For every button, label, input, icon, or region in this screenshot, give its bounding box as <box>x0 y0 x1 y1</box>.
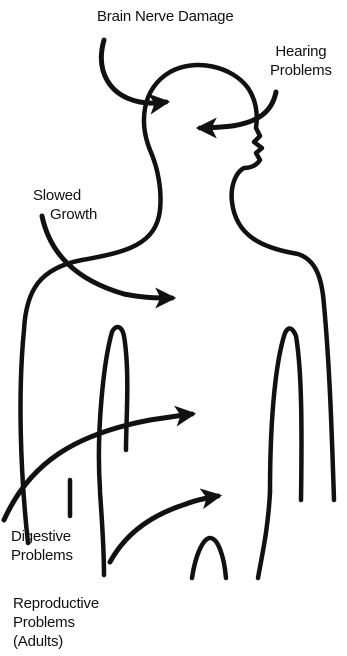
left-arm <box>99 327 127 490</box>
body-silhouette <box>21 65 334 543</box>
label-reproductive-problems: Reproductive Problems (Adults) <box>13 594 99 651</box>
label-repro-line-3: (Adults) <box>13 632 99 651</box>
label-digestive-problems: Digestive Problems <box>11 527 73 565</box>
label-repro-line-1: Reproductive <box>13 594 99 613</box>
arrow-reproductive <box>110 496 218 562</box>
crotch-line <box>192 538 226 578</box>
label-digestive-line-1: Digestive <box>11 527 73 546</box>
torso-right-lower <box>258 492 270 578</box>
label-slowed-growth: Slowed Growth <box>33 186 97 224</box>
label-brain-nerve-damage: Brain Nerve Damage <box>97 7 233 26</box>
label-brain-line-1: Brain Nerve Damage <box>97 7 233 26</box>
arrow-brain <box>101 40 166 103</box>
label-hearing-problems: Hearing Problems <box>270 42 332 80</box>
label-growth-line-2: Growth <box>33 205 97 224</box>
label-hearing-line-1: Hearing <box>270 42 332 61</box>
label-hearing-line-2: Problems <box>270 61 332 80</box>
arrow-hearing <box>200 92 276 128</box>
torso-left-lower <box>100 492 104 575</box>
label-growth-line-1: Slowed <box>33 186 97 205</box>
label-repro-line-2: Problems <box>13 613 99 632</box>
right-arm <box>270 329 301 501</box>
label-digestive-line-2: Problems <box>11 546 73 565</box>
